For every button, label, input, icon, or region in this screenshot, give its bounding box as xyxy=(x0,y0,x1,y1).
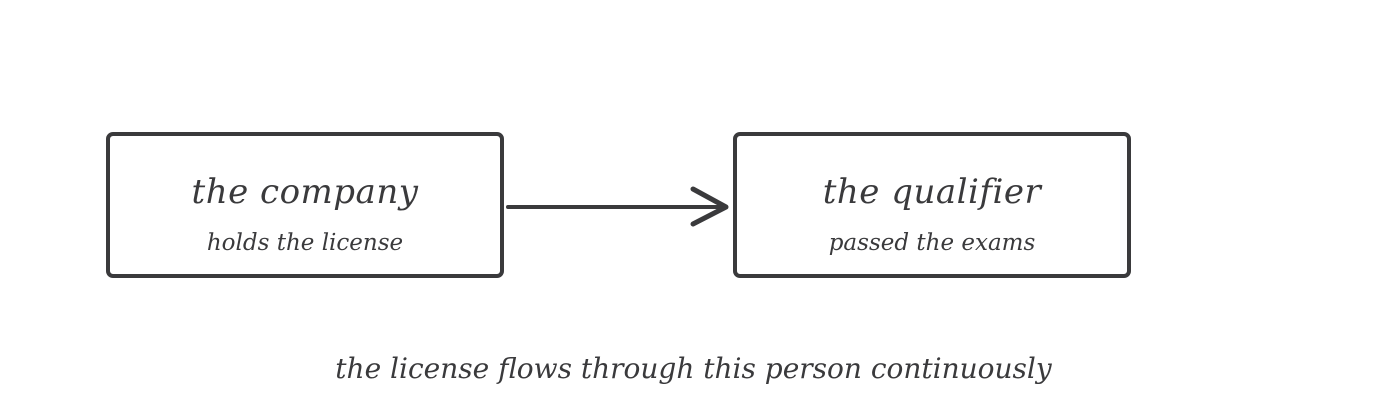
diagram-caption: the license flows through this person co… xyxy=(335,352,1052,385)
node-title: the company xyxy=(191,172,419,212)
node-company[interactable]: the company holds the license xyxy=(106,132,504,278)
node-qualifier[interactable]: the qualifier passed the exams xyxy=(733,132,1131,278)
node-title: the qualifier xyxy=(822,172,1042,212)
node-subtitle: passed the exams xyxy=(828,230,1036,256)
node-subtitle: holds the license xyxy=(206,230,404,256)
arrowhead xyxy=(690,186,729,227)
